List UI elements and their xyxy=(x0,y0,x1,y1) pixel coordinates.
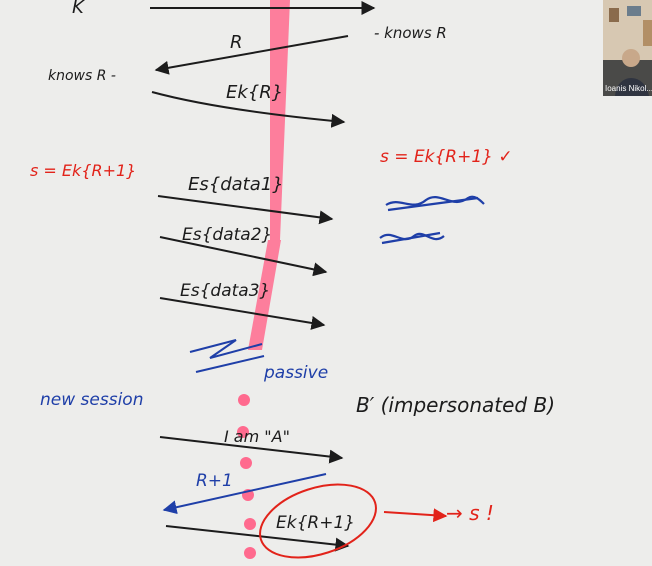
blue-scribbles xyxy=(379,195,485,245)
label-data3: Es{data3} xyxy=(180,281,270,301)
label-ek-r: Ek{R} xyxy=(226,82,283,103)
user-video-icon xyxy=(603,0,652,96)
label-r-plus-1: R+1 xyxy=(196,471,233,491)
label-new-session: new session xyxy=(40,390,143,410)
passive-eavesdrop xyxy=(189,339,265,373)
arrow-r xyxy=(154,35,349,75)
arrow-r-plus-1 xyxy=(162,473,327,515)
pointer-dots xyxy=(237,394,256,559)
label-data2: Es{data2} xyxy=(182,225,272,245)
label-passive: passive xyxy=(263,363,328,383)
label-s-left: s = Ek{R+1} xyxy=(30,161,136,180)
label-r: R xyxy=(230,32,243,53)
arrow-i-am-a xyxy=(159,436,344,464)
pointer-stripe-lower xyxy=(248,240,281,350)
label-ek-r-plus-1: Ek{R+1} xyxy=(276,513,355,533)
participant-video-tile[interactable]: Ioanis Nikol... xyxy=(603,0,652,96)
label-i-am-a: I am "A" xyxy=(224,427,290,446)
participant-name: Ioanis Nikol... xyxy=(605,84,652,93)
arrow-ek-r xyxy=(151,91,346,128)
circle-ek-r-plus-1 xyxy=(259,483,377,559)
pointer-stripe xyxy=(270,0,290,240)
arrow-data1 xyxy=(157,195,334,225)
label-data1: Es{data1} xyxy=(188,174,284,195)
label-knows-r-right: - knows R xyxy=(374,24,447,42)
label-arrow-to-s: → s ! xyxy=(446,501,494,525)
label-s-right: s = Ek{R+1} ✓ xyxy=(380,147,513,167)
label-k: K xyxy=(72,0,85,18)
label-knows-r-left: knows R - xyxy=(48,68,116,84)
arrow-data2 xyxy=(159,236,328,277)
arrow-to-s xyxy=(383,508,448,523)
arrow-data3 xyxy=(159,297,326,330)
label-b-prime: B′ (impersonated B) xyxy=(356,393,555,417)
arrow-ek-r-plus-1 xyxy=(165,525,350,552)
